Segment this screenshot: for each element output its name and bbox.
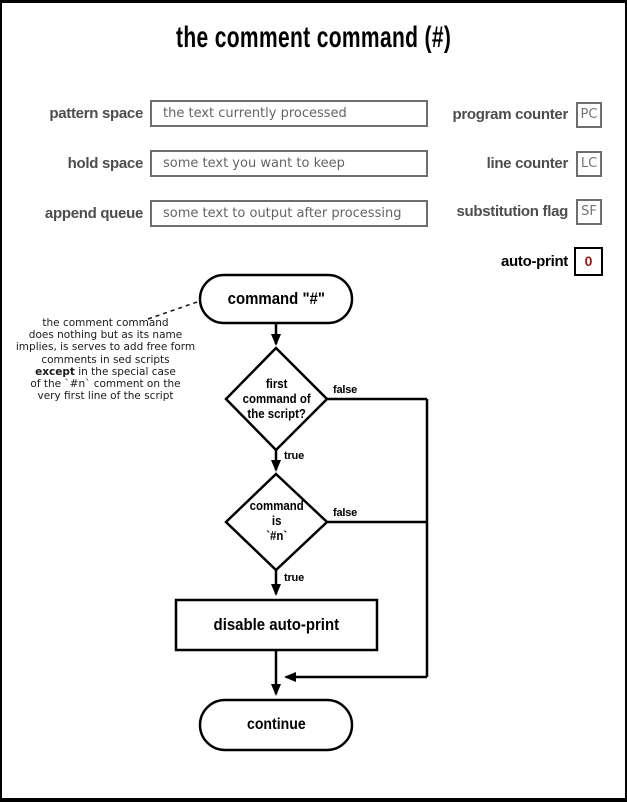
end-terminal-label: continue	[246, 716, 306, 733]
pattern-space-box: the text currently processed	[150, 100, 428, 127]
substitution-flag-label: substitution flag	[456, 203, 568, 220]
program-counter-box: PC	[576, 102, 602, 128]
annotation-text-post: in the special case of the `#n` comment …	[30, 365, 181, 403]
action-rect-shape	[174, 598, 379, 652]
hold-space-value: some text you want to keep	[163, 156, 345, 171]
substitution-flag-box: SF	[576, 199, 602, 225]
end-terminal: continue	[200, 700, 352, 750]
program-counter-label: program counter	[452, 106, 568, 123]
action-rect: disable auto-print	[176, 600, 377, 650]
append-queue-box: some text to output after processing	[150, 200, 428, 227]
annotation-dashed-line	[147, 300, 201, 320]
decision1-true-label: true	[284, 450, 304, 462]
pattern-space-label: pattern space	[49, 105, 143, 122]
hold-space-label: hold space	[67, 155, 144, 172]
decision2-false-label: false	[333, 507, 358, 519]
decision1-label: first command of the script?	[242, 375, 311, 421]
line-counter-box: LC	[576, 151, 602, 177]
start-terminal-label: command "#"	[227, 289, 325, 308]
decision1-diamond: first command of the script?	[226, 352, 327, 444]
page-title: the comment command (#)	[0, 21, 627, 55]
hold-space-box: some text you want to keep	[150, 150, 428, 177]
decision2-true-label: true	[284, 572, 304, 584]
line-counter-label: line counter	[486, 155, 569, 172]
end-terminal-shape	[198, 698, 354, 752]
action-label: disable auto-print	[213, 615, 340, 634]
append-queue-label: append queue	[44, 205, 143, 222]
append-queue-value: some text to output after processing	[163, 206, 402, 221]
decision2-diamond: command is `#n`	[226, 476, 327, 564]
annotation-note: the comment command does nothing but as …	[3, 317, 208, 402]
decision1-false-label: false	[333, 384, 358, 396]
pattern-space-value: the text currently processed	[163, 106, 347, 121]
annotation-text-pre: the comment command does nothing but as …	[15, 317, 196, 366]
auto-print-label: auto-print	[501, 253, 568, 270]
annotation-text-bold: except	[35, 365, 75, 378]
decision2-label: command is `#n`	[249, 497, 304, 543]
page-title-text: the comment command (#)	[175, 21, 452, 54]
start-terminal: command "#"	[200, 275, 352, 323]
auto-print-box: 0	[574, 247, 603, 276]
